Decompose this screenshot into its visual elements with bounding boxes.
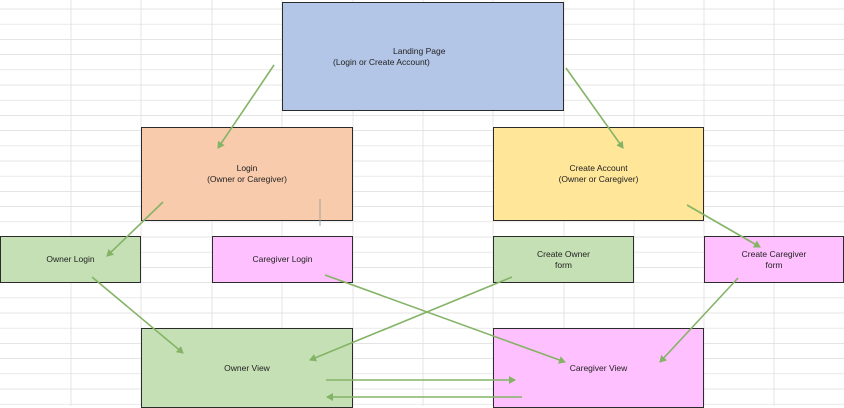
landing-title: Landing Page <box>393 46 446 56</box>
landing-page-node: Landing Page (Login or Create Account) <box>282 2 564 111</box>
login-node: Login (Owner or Caregiver) <box>141 127 353 221</box>
owner-view-node: Owner View <box>141 328 353 408</box>
create-caregiver-form-line2: form <box>765 259 783 270</box>
create-account-subtitle: (Owner or Caregiver) <box>558 174 639 184</box>
create-owner-form-line1: Create Owner <box>537 248 590 259</box>
create-account-title: Create Account <box>569 163 628 173</box>
login-subtitle: (Owner or Caregiver) <box>207 174 287 184</box>
create-caregiver-form-node: Create Caregiver form <box>704 236 844 283</box>
caregiver-view-node: Caregiver View <box>493 328 704 408</box>
login-title: Login <box>236 163 258 173</box>
create-owner-form-node: Create Owner form <box>493 236 634 283</box>
owner-login-node: Owner Login <box>0 236 141 283</box>
caregiver-login-label: Caregiver Login <box>252 254 313 264</box>
create-owner-form-line2: form <box>555 259 572 270</box>
caregiver-view-label: Caregiver View <box>569 362 628 373</box>
owner-view-label: Owner View <box>224 362 270 373</box>
landing-subtitle: (Login or Create Account) <box>333 57 430 67</box>
create-account-node: Create Account (Owner or Caregiver) <box>493 127 704 221</box>
owner-login-label: Owner Login <box>46 254 95 264</box>
create-caregiver-form-line1: Create Caregiver <box>741 248 807 259</box>
caregiver-login-node: Caregiver Login <box>212 236 353 283</box>
